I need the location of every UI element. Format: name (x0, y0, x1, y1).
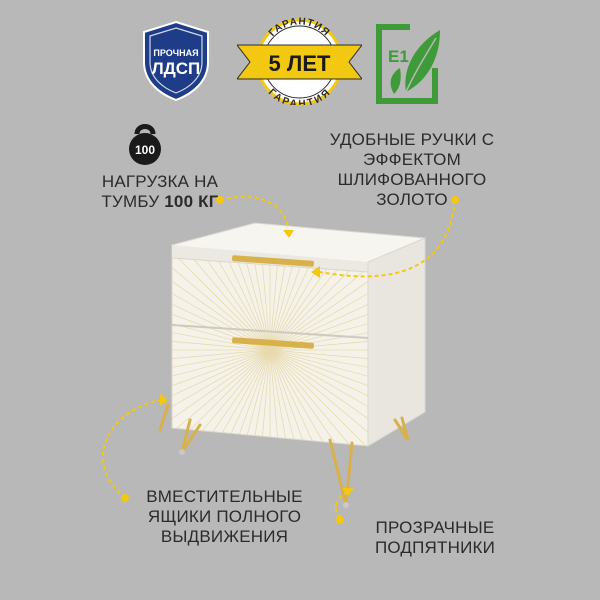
drawers-caption-line3: ВЫДВИЖЕНИЯ (160, 527, 289, 546)
top-drawer-handle (232, 255, 314, 267)
ldsp-badge: ПРОЧНАЯ ЛДСП (140, 20, 212, 102)
load-caption-line1: НАГРУЗКА НА (101, 172, 219, 191)
load-caption: НАГРУЗКА НА ТУМБУ 100 КГ (75, 172, 245, 212)
ldsp-top-label: ПРОЧНАЯ (153, 48, 198, 58)
kettlebell: 100 (125, 120, 165, 166)
feet-caption: ПРОЗРАЧНЫЕ ПОДПЯТНИКИ (360, 518, 510, 558)
handles-caption-line1: УДОБНЫЕ РУЧКИ С (329, 130, 495, 149)
kettlebell-weight: 100 (135, 143, 155, 157)
handles-caption-line2: ЭФФЕКТОМ (363, 150, 461, 169)
load-caption-value: 100 КГ (164, 192, 219, 211)
kettlebell-icon: 100 (129, 124, 161, 165)
leaf-icon: E1 (376, 24, 440, 104)
warranty-badge: ГАРАНТИЯ 5 ЛЕТ ГАРАНТИЯ (235, 15, 364, 110)
drawers-caption: ВМЕСТИТЕЛЬНЫЕ ЯЩИКИ ПОЛНОГО ВЫДВИЖЕНИЯ (132, 487, 317, 547)
handles-caption: УДОБНЫЕ РУЧКИ С ЭФФЕКТОМ ШЛИФОВАННОГО ЗО… (312, 130, 512, 210)
feet-caption-line1: ПРОЗРАЧНЫЕ (375, 518, 495, 537)
drawers-caption-line1: ВМЕСТИТЕЛЬНЫЕ (146, 487, 303, 506)
drawers-caption-line2: ЯЩИКИ ПОЛНОГО (147, 507, 302, 526)
load-caption-line2: ТУМБУ 100 КГ (75, 192, 245, 212)
warranty-seal: ГАРАНТИЯ 5 ЛЕТ ГАРАНТИЯ (235, 16, 364, 110)
warranty-main-label: 5 ЛЕТ (269, 51, 331, 76)
feet-caption-line2: ПОДПЯТНИКИ (374, 538, 496, 557)
shield-icon: ПРОЧНАЯ ЛДСП (143, 20, 209, 102)
load-caption-prefix: ТУМБУ (101, 192, 160, 211)
handles-caption-line3: ШЛИФОВАННОГО (337, 170, 487, 189)
handles-caption-line4: ЗОЛОТО (376, 190, 448, 209)
bottom-drawer-handle (232, 337, 314, 349)
eco-badge: E1 (370, 18, 445, 108)
ldsp-main-label: ЛДСП (152, 59, 201, 78)
eco-class-label: E1 (388, 47, 409, 66)
